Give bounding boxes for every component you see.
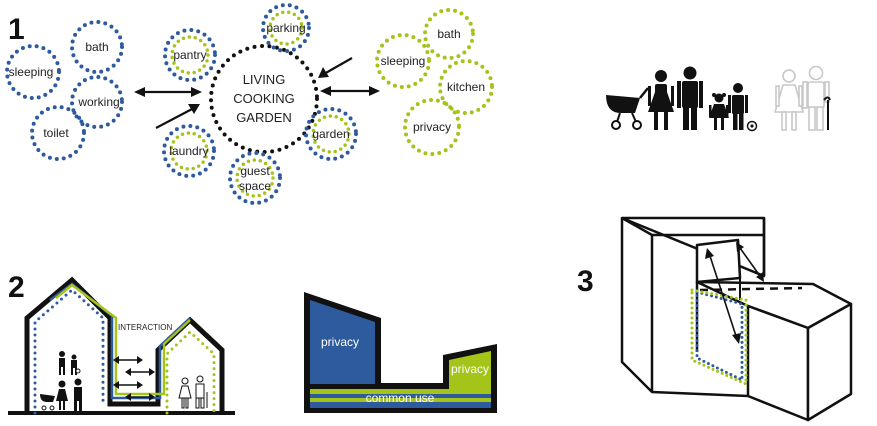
toilet-label: toilet: [43, 126, 69, 140]
front-box-side: [806, 302, 853, 422]
interaction-arrows: [113, 356, 155, 401]
arrow-head: [191, 87, 202, 97]
center-line-3: GARDEN: [236, 110, 292, 125]
arrow-into-center-right: [323, 57, 353, 75]
privacy-left-area: [310, 300, 375, 384]
working-label: working: [77, 95, 119, 109]
man-icon: [677, 66, 703, 130]
sleeping-right-circle: [375, 33, 431, 89]
laundry-label: laundry: [169, 144, 208, 158]
left-cluster: bath sleeping working toilet: [5, 20, 124, 161]
center-hub: LIVING COOKING GARDEN: [209, 44, 319, 154]
cavity-green-dotted: [690, 288, 748, 386]
toilet-circle: [30, 105, 86, 161]
stroller-icon: [606, 87, 649, 130]
section-number-1: 1: [8, 13, 25, 46]
arrow-head: [134, 87, 145, 97]
woman-icon: [648, 70, 674, 130]
privacy-block: privacy privacy common use: [304, 292, 497, 413]
kitchen-circle: [438, 59, 494, 115]
elderly-woman-icon: [773, 69, 805, 131]
family-icons: [606, 65, 831, 132]
ball-icon: [746, 120, 758, 132]
living-circle: [209, 44, 319, 154]
privacy-right-label: privacy: [413, 120, 451, 134]
parking-circle-inner: [268, 10, 304, 46]
arrow-head: [320, 86, 331, 96]
guest-label: guest: [240, 164, 270, 178]
guest-space-circle-outer: [228, 151, 282, 205]
garden-label: garden: [312, 127, 349, 141]
bath-label: bath: [85, 40, 108, 54]
laundry-circle-outer: [162, 124, 216, 178]
space-label: space: [239, 179, 271, 193]
band-green-1: [310, 389, 491, 394]
ground-edge: [651, 390, 749, 398]
center-line-1: LIVING: [243, 72, 286, 87]
small-house-green-dotted: [165, 329, 216, 415]
guest-space-circle-inner: [235, 158, 275, 198]
small-elderly-icons: [178, 375, 208, 409]
parking-label: parking: [266, 21, 305, 35]
cavity-blue-dotted: [695, 290, 744, 382]
boy-icon: [728, 83, 748, 130]
pantry-circle-inner: [170, 35, 210, 75]
girl-icon: [709, 93, 729, 130]
center-line-2: COOKING: [233, 91, 294, 106]
laundry-circle-inner: [169, 131, 209, 171]
shared-ring: parking pantry garden laundry guest spac…: [162, 3, 358, 205]
small-family-icons: [40, 351, 82, 411]
section1-arrows: [134, 57, 380, 129]
bath-right-label: bath: [437, 27, 460, 41]
garden-circle-inner: [311, 114, 351, 154]
working-circle: [70, 75, 124, 129]
sleeping-label: sleeping: [9, 65, 54, 79]
arrow-head: [318, 67, 329, 78]
parking-circle-outer: [261, 3, 311, 53]
privacy-right-label: privacy: [451, 362, 489, 376]
band-blue-1: [310, 394, 491, 398]
band-blue-2: [310, 402, 491, 408]
dashed-section-line: [699, 286, 803, 292]
garden-circle-outer: [304, 107, 358, 161]
block-arrows: [705, 242, 764, 344]
common-use-label: common use: [366, 391, 435, 405]
big-house-blue-dotted: [33, 287, 105, 415]
arrow-head: [188, 104, 200, 114]
privacy-right-area: [449, 351, 491, 389]
band-green-2: [310, 398, 491, 402]
right-cluster: bath sleeping kitchen privacy: [375, 8, 494, 156]
arrow-into-center-left: [155, 107, 195, 129]
bath-circle: [70, 20, 124, 74]
elderly-man-icon: [802, 65, 830, 131]
kitchen-label: kitchen: [447, 80, 485, 94]
sleeping-circle: [5, 44, 61, 100]
section-number-2: 2: [8, 271, 25, 304]
sleeping-right-label: sleeping: [381, 54, 426, 68]
big-box-left: [620, 216, 654, 394]
interaction-label: INTERACTION: [118, 323, 172, 332]
walking-cane-icon: [823, 96, 831, 130]
privacy-right-circle: [403, 98, 461, 156]
shared-green-band: [55, 283, 191, 396]
privacy-left-label: privacy: [321, 335, 359, 349]
pantry-circle-outer: [163, 28, 217, 82]
window-frame: [695, 238, 742, 284]
pantry-label: pantry: [173, 48, 206, 62]
block-3d-diagram: [620, 216, 853, 422]
section-number-3: 3: [577, 265, 594, 298]
bath-right-circle: [423, 8, 475, 60]
houses-diagram: INTERACTION: [8, 276, 235, 415]
arrow-head: [369, 86, 380, 96]
